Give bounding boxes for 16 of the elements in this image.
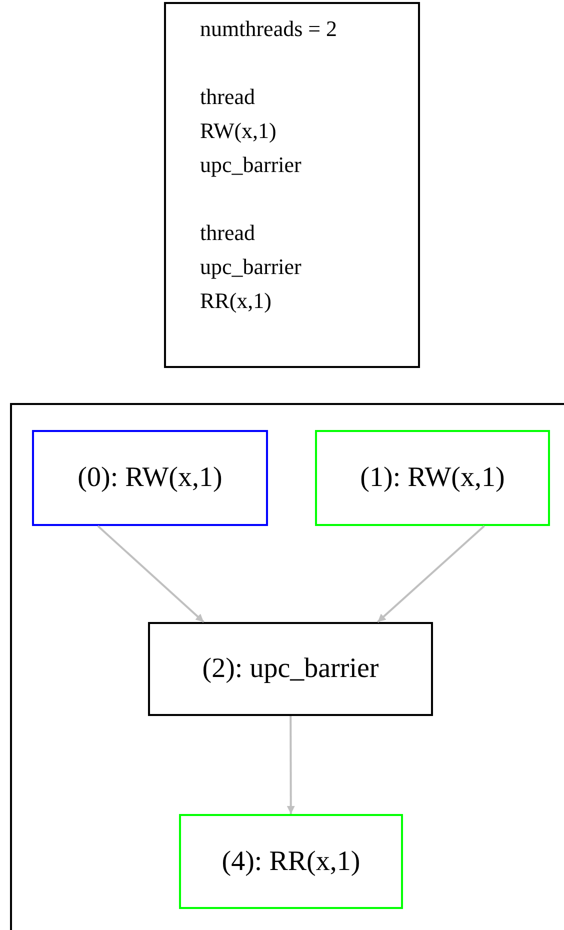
node-label: (0): RW(x,1) [78, 462, 222, 494]
thread-code: thread upc_barrier RR(x,1) [200, 219, 302, 315]
process-box [179, 814, 403, 909]
arrow [377, 525, 485, 623]
process-box [32, 430, 268, 526]
process-box [148, 622, 433, 716]
cluster-frame [10, 403, 564, 930]
node-label: (1): RW(x,1) [360, 462, 505, 494]
note-box [164, 2, 420, 368]
arrow [286, 716, 295, 814]
note-text: numthreads = 2 [200, 15, 338, 43]
thread-code: thread RW(x,1) upc_barrier [200, 83, 302, 179]
process-box [315, 430, 550, 526]
arrow [97, 525, 204, 623]
node-label: (4): RR(x,1) [222, 846, 360, 878]
node-label: (2): upc_barrier [202, 653, 379, 685]
